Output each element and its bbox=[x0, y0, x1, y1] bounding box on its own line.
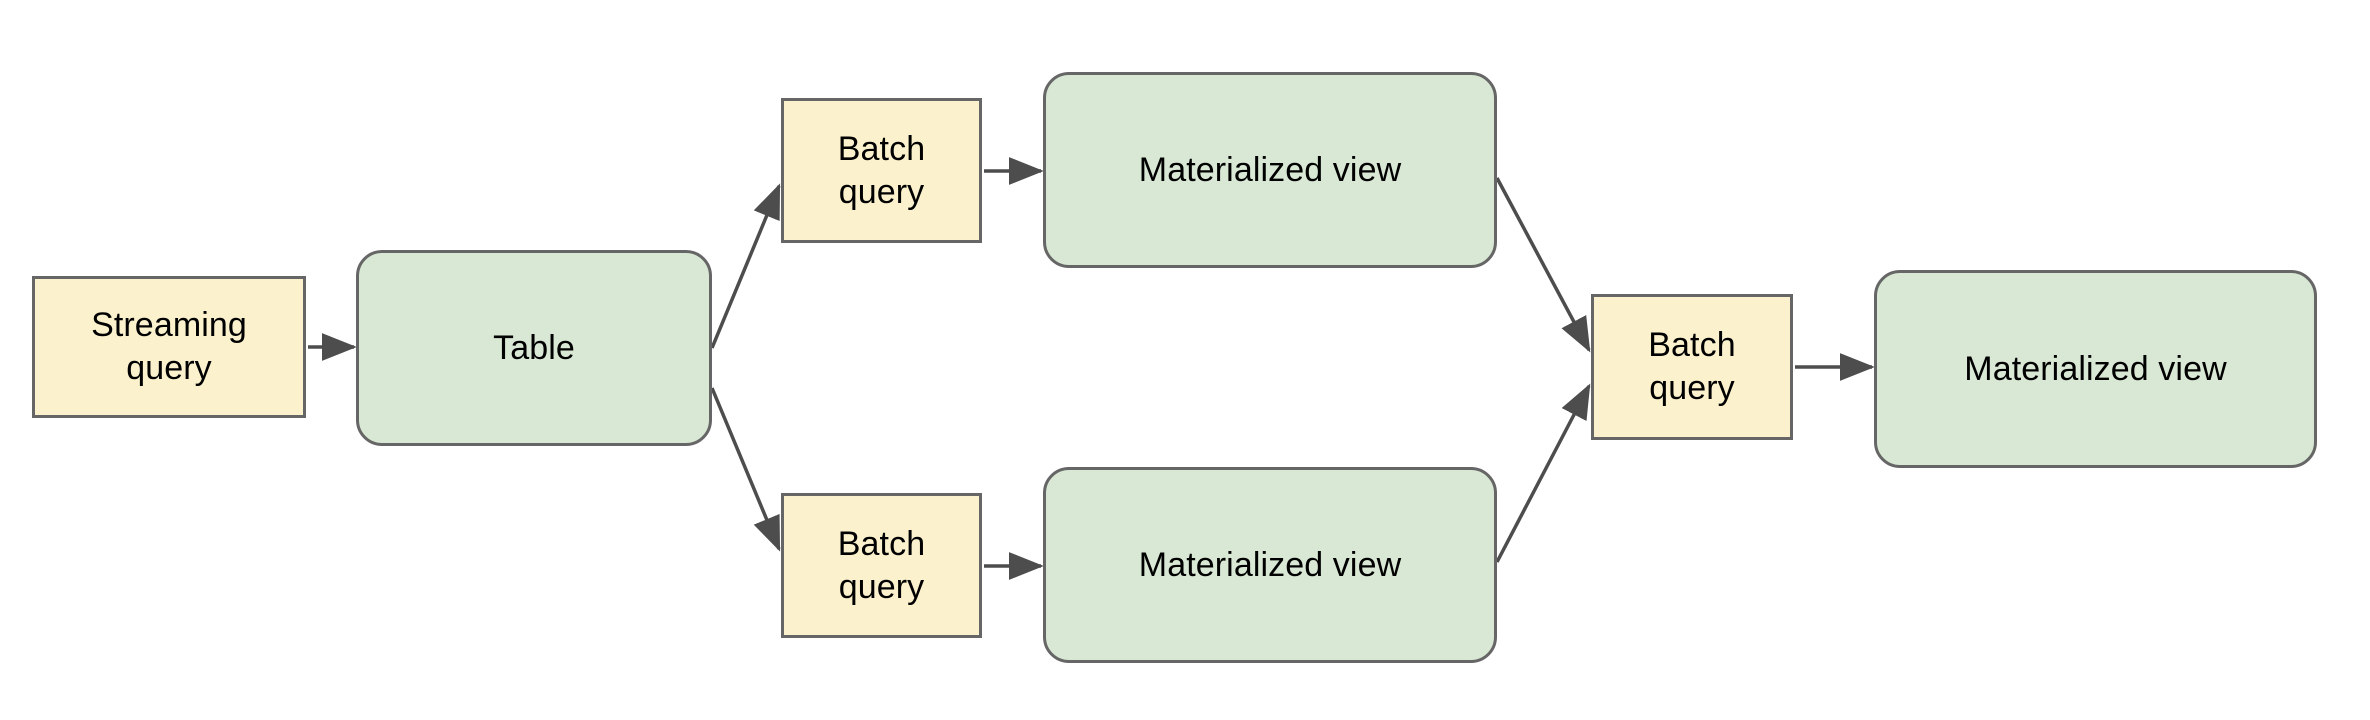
node-materialized-view-bottom[interactable]: Materialized view bbox=[1043, 467, 1497, 663]
node-streaming-query[interactable]: Streaming query bbox=[32, 276, 306, 418]
node-batch-query-top[interactable]: Batch query bbox=[781, 98, 982, 243]
node-materialized-view-top[interactable]: Materialized view bbox=[1043, 72, 1497, 268]
node-batch-query-merge[interactable]: Batch query bbox=[1591, 294, 1793, 440]
node-materialized-view-final[interactable]: Materialized view bbox=[1874, 270, 2317, 468]
edge-materialized-view-bottom-to-batch-query-merge bbox=[1495, 383, 1591, 563]
edge-materialized-view-top-to-batch-query-merge bbox=[1495, 177, 1591, 353]
edge-table-to-batch-query-bottom bbox=[710, 387, 781, 552]
node-batch-query-bottom-label: Batch query bbox=[837, 524, 926, 606]
node-batch-query-top-label: Batch query bbox=[837, 129, 926, 211]
node-materialized-view-top-label: Materialized view bbox=[1138, 150, 1402, 189]
node-table-label: Table bbox=[493, 328, 575, 367]
node-batch-query-merge-label: Batch query bbox=[1648, 326, 1736, 407]
node-streaming-query-label: Streaming query bbox=[91, 306, 247, 387]
node-materialized-view-final-label: Materialized view bbox=[1964, 349, 2227, 388]
node-table[interactable]: Table bbox=[356, 250, 712, 446]
node-materialized-view-bottom-label: Materialized view bbox=[1138, 545, 1402, 584]
edge-table-to-batch-query-top bbox=[710, 183, 781, 349]
node-batch-query-bottom[interactable]: Batch query bbox=[781, 493, 982, 638]
